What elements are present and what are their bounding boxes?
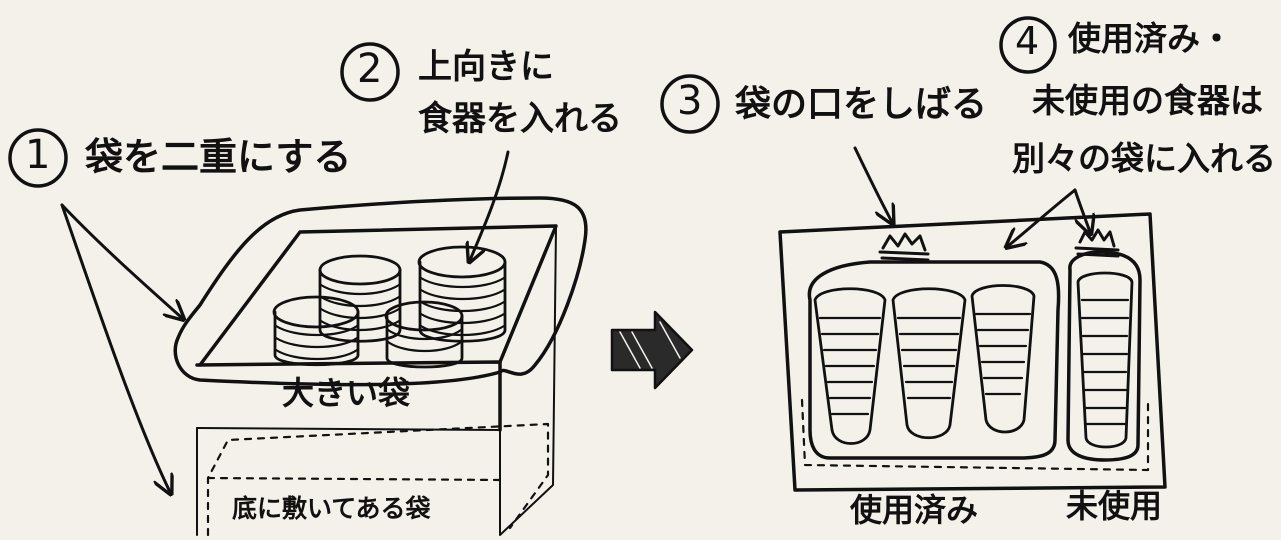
step-3-circle bbox=[660, 74, 720, 134]
arrow-step4-to-used-bag bbox=[1008, 188, 1077, 246]
used-cup-1 bbox=[813, 287, 887, 445]
step-4-line-1: 使用済み・ bbox=[1068, 19, 1233, 58]
step-2-line-2: 食器を入れる bbox=[418, 99, 622, 139]
box-lower-body bbox=[196, 225, 557, 536]
step-2-circle bbox=[340, 42, 400, 102]
unused-cup bbox=[1076, 271, 1134, 449]
box-front-bottom-line bbox=[196, 427, 501, 431]
step-3-number: 3 bbox=[677, 78, 703, 124]
step-3-text: 袋の口をしばる bbox=[735, 84, 988, 125]
step-4-line-3: 別々の袋に入れる bbox=[1012, 139, 1276, 178]
used-cup-3 bbox=[970, 284, 1036, 434]
used-dishes-bag bbox=[807, 260, 1061, 460]
arrow-step1-to-bottom-bag bbox=[60, 203, 170, 492]
arrow-step2-to-dishes bbox=[470, 150, 510, 260]
step-1-circle bbox=[8, 128, 68, 188]
step-2-number: 2 bbox=[357, 46, 383, 92]
unused-bag-label: 未使用 bbox=[1066, 487, 1163, 525]
bottom-bag-dotted bbox=[206, 422, 550, 537]
used-bag-label: 使用済み bbox=[850, 491, 979, 529]
box-with-double-bag bbox=[173, 196, 588, 537]
used-bag-knot bbox=[878, 232, 930, 262]
arrow-step3-to-knot bbox=[853, 146, 892, 222]
box-back-rim bbox=[198, 224, 558, 367]
dish-stack-front-right bbox=[384, 300, 464, 369]
box-top-view bbox=[778, 212, 1167, 492]
step-4-line-2: 未使用の食器は bbox=[1032, 81, 1263, 120]
step-2-line-1: 上向きに bbox=[418, 47, 554, 87]
step-4-number: 4 bbox=[1015, 19, 1040, 63]
box-top-outline bbox=[778, 212, 1167, 492]
arrow-step1-to-outer-bag bbox=[60, 203, 182, 318]
arrow-step4-to-unused-bag bbox=[1073, 188, 1090, 232]
step-1-text: 袋を二重にする bbox=[85, 135, 352, 179]
step-4-circle bbox=[999, 16, 1057, 74]
box-top-dotted bbox=[800, 398, 1150, 472]
dish-stack-front-left bbox=[272, 295, 360, 367]
bottom-bag-dotted-front bbox=[206, 476, 507, 482]
bottom-bag-label: 底に敷いてある袋 bbox=[232, 494, 431, 523]
step-1-number: 1 bbox=[25, 132, 51, 178]
outer-bag-label: 大きい袋 bbox=[282, 374, 411, 412]
dish-stack-back-left bbox=[318, 254, 402, 343]
used-cup-2 bbox=[891, 287, 967, 439]
next-step-arrow bbox=[610, 310, 694, 390]
